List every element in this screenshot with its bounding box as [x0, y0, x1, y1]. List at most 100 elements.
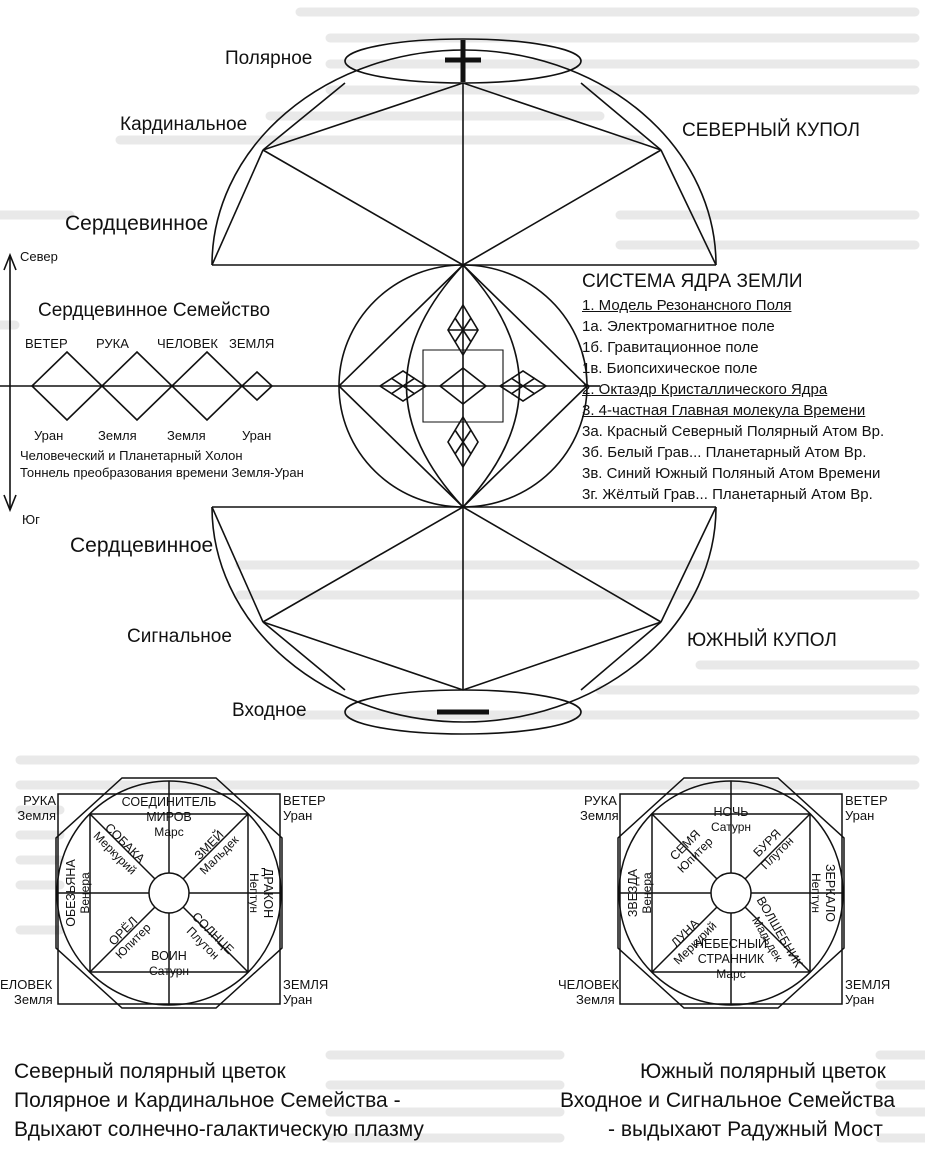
south-dome-line	[660, 506, 717, 623]
south-top-planet: Сатурн	[711, 820, 751, 834]
pole-symbols	[437, 40, 489, 715]
south-corner-br-sub: Уран	[845, 992, 875, 1007]
family-title: Сердцевинное Семейство	[38, 300, 271, 321]
south-corner-tr-title: ВЕТЕР	[845, 793, 888, 808]
south-bottom-line1: НЕБЕСНЫЙ	[695, 936, 767, 951]
north-dome-line	[462, 82, 662, 151]
family-bottom-label: Земля	[98, 428, 137, 443]
north-label: Север	[20, 249, 58, 264]
north-corner-bl-sub: Земля	[14, 992, 53, 1007]
south-dome-line	[211, 506, 264, 623]
south-dome-line	[462, 621, 662, 691]
south-bottom-planet: Марс	[716, 967, 745, 981]
time-molecule-diamonds	[378, 303, 548, 469]
south-dome-label: ЮЖНЫЙ КУПОЛ	[687, 630, 837, 651]
signal-label: Сигнальное	[127, 626, 232, 647]
north-bottom-title: ВОИН	[151, 949, 187, 963]
south-label: Юг	[22, 512, 40, 527]
core-line	[338, 264, 464, 387]
heart-upper-label: Сердцевинное	[65, 212, 209, 235]
south-dome-line	[462, 506, 662, 623]
south-arrowhead	[3, 494, 17, 513]
north-flower-graphic	[55, 777, 283, 1009]
south-right-title: ЗЕРКАЛО	[823, 864, 837, 922]
north-corner-tl-title: РУКА	[23, 793, 56, 808]
south-caption-line2: Входное и Сигнальное Семейства	[560, 1089, 896, 1112]
south-dome-line	[262, 621, 346, 691]
north-arrowhead	[3, 252, 17, 271]
south-dome-line	[580, 621, 662, 691]
south-caption-line3: - выдыхают Радужный Мост	[608, 1118, 883, 1141]
core-item: 1а. Электромагнитное поле	[582, 318, 775, 335]
south-corner-tl-sub: Земля	[580, 808, 619, 823]
core-item: 2. Октаэдр Кристаллического Ядра	[582, 381, 828, 398]
family-top-label: ВЕТЕР	[25, 336, 68, 351]
core-system-title: СИСТЕМА ЯДРА ЗЕМЛИ	[582, 271, 803, 292]
south-left-planet: Венера	[640, 872, 654, 914]
north-dome-line	[580, 82, 662, 151]
holon-line2: Тоннель преобразования времени Земля-Ура…	[20, 465, 304, 480]
core-item: 3а. Красный Северный Полярный Атом Вр.	[582, 423, 885, 440]
north-dome-label: СЕВЕРНЫЙ КУПОЛ	[682, 120, 860, 141]
south-right-planet: Нептун	[809, 873, 823, 913]
south-corner-bl-title: ЧЕЛОВЕК	[558, 977, 619, 992]
north-top-line2: МИРОВ	[146, 810, 192, 824]
family-bottom-label: Уран	[242, 428, 272, 443]
north-right-planet: Нептун	[247, 873, 261, 913]
cardinal-label: Кардинальное	[120, 114, 248, 135]
holon-line1: Человеческий и Планетарный Холон	[20, 448, 243, 463]
north-corner-tl-sub: Земля	[17, 808, 56, 823]
north-caption-line3: Вдыхают солнечно-галактическую плазму	[14, 1118, 424, 1141]
north-bottom-planet: Сатурн	[149, 964, 189, 978]
core-item: 1б. Гравитационное поле	[582, 339, 759, 356]
family-top-label: ЧЕЛОВЕК	[157, 336, 218, 351]
south-corner-tr-sub: Уран	[845, 808, 875, 823]
family-diamond	[240, 370, 274, 402]
core-line	[338, 385, 464, 508]
north-corner-bl-title: ЕЛОВЕК	[0, 977, 53, 992]
polar-label: Полярное	[225, 48, 313, 69]
core-line	[462, 385, 588, 508]
north-dome-line	[211, 149, 264, 266]
core-item: 3б. Белый Грав... Планетарный Атом Вр.	[582, 444, 867, 461]
north-left-title: ОБЕЗЬЯНА	[64, 859, 78, 927]
south-corner-tl-title: РУКА	[584, 793, 617, 808]
north-caption-line2: Полярное и Кардинальное Семейства -	[14, 1089, 401, 1112]
north-right-title: ДРАКОН	[261, 868, 275, 918]
north-dome-line	[262, 149, 464, 266]
south-caption-line1: Южный полярный цветок	[640, 1060, 886, 1083]
core-item: 1. Модель Резонансного Поля	[582, 297, 792, 314]
north-dome-line	[660, 149, 717, 266]
north-caption-line1: Северный полярный цветок	[14, 1060, 286, 1083]
south-bottom-line2: СТРАННИК	[698, 952, 765, 966]
north-dome-line	[262, 82, 464, 151]
north-corner-tr-sub: Уран	[283, 808, 313, 823]
core-line	[462, 264, 588, 387]
heart-lower-label: Сердцевинное	[70, 534, 214, 557]
south-flower-graphic	[617, 777, 845, 1009]
south-dome-arc	[211, 506, 717, 723]
core-item: 3г. Жёлтый Грав... Планетарный Атом Вр.	[582, 486, 873, 503]
north-dome-line	[462, 149, 662, 266]
north-corner-br-title: ЗЕМЛЯ	[283, 977, 329, 992]
core-item: 3в. Синий Южный Поляный Атом Времени	[582, 465, 881, 482]
north-left-planet: Венера	[78, 872, 92, 914]
family-top-label: РУКА	[96, 336, 129, 351]
south-left-title: ЗВЕЗДА	[626, 868, 640, 917]
north-corner-tr-title: ВЕТЕР	[283, 793, 326, 808]
south-corner-br-title: ЗЕМЛЯ	[845, 977, 891, 992]
south-corner-bl-sub: Земля	[576, 992, 615, 1007]
north-corner-br-sub: Уран	[283, 992, 313, 1007]
core-item: 3. 4-частная Главная молекула Времени	[582, 402, 866, 419]
north-dome-line	[262, 82, 346, 151]
south-top-title: НОЧЬ	[713, 805, 748, 819]
family-bottom-label: Уран	[34, 428, 64, 443]
core-item: 1в. Биопсихическое поле	[582, 360, 758, 377]
south-dome-line	[262, 506, 464, 623]
family-top-label: ЗЕМЛЯ	[229, 336, 275, 351]
family-bottom-label: Земля	[167, 428, 206, 443]
south-dome-line	[262, 621, 464, 691]
north-top-planet: Марс	[154, 825, 183, 839]
